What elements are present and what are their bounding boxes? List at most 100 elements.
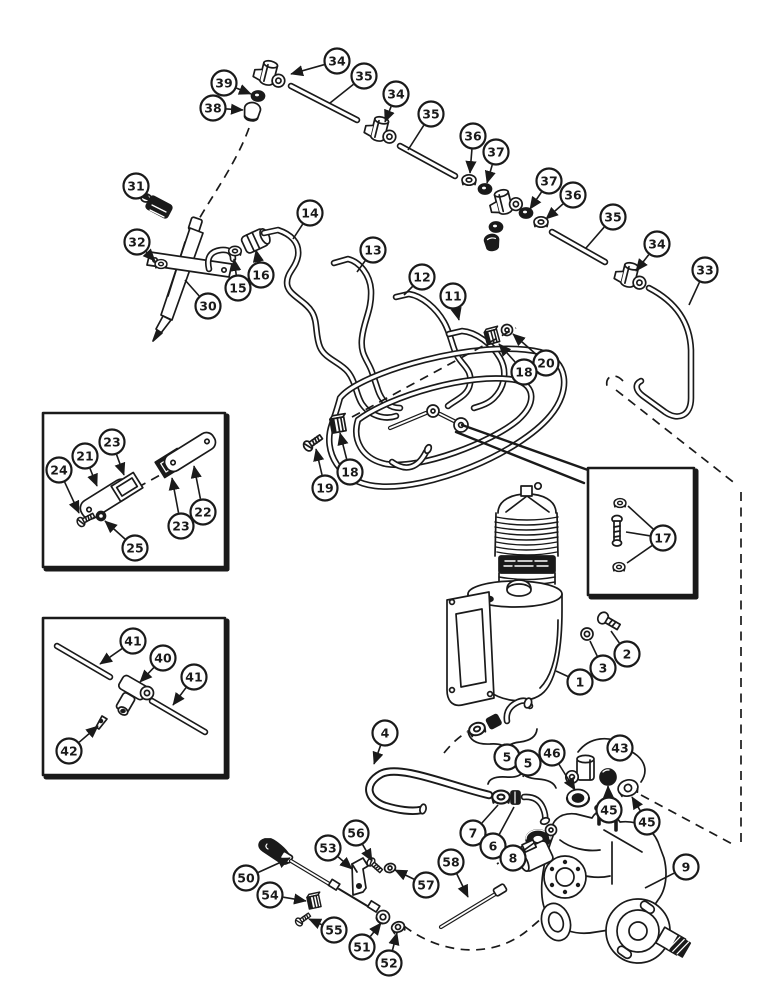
bolt-17 [611,514,623,547]
callout-number-6: 6 [489,838,498,853]
callout-circle-12 [408,263,436,291]
callout-55: 55 [308,916,348,944]
callout-number-3: 3 [599,660,608,675]
callout-circle-52 [375,949,403,977]
leader-line-58 [456,873,469,898]
leader-line-36 [545,203,564,220]
callout-layer: 3435343536373736353433393831323015161413… [45,47,719,977]
callout-number-5: 5 [503,749,512,764]
callout-4: 4 [371,719,399,765]
washer-3 [580,627,594,641]
nut-17a [613,497,627,509]
callout-number-34: 34 [328,53,346,68]
callout-number-4: 4 [381,725,390,740]
callout-circle-36 [559,181,587,209]
callout-circle-30 [194,292,222,320]
leader-line-21 [87,468,98,487]
callout-37: 37 [529,167,563,210]
callout-number-13: 13 [364,242,381,257]
leader-line-54 [283,893,307,905]
callout-circle-55 [320,916,348,944]
callout-number-37: 37 [487,144,504,159]
cap-extra [483,232,501,253]
callout-19: 19 [311,448,339,502]
callout-40: 40 [139,644,177,683]
callout-circle-13 [359,236,387,264]
leader-line-36 [465,149,477,174]
leader-line-16 [252,249,264,263]
leader-line-51 [369,922,382,937]
leader-line-1 [555,670,569,678]
callout-20: 20 [512,333,560,377]
leader-line-19 [313,448,325,475]
callout-number-8: 8 [509,850,518,865]
washer-51 [375,909,391,925]
callout-number-1: 1 [576,674,585,689]
callout-number-2: 2 [623,646,632,661]
leader-line-24 [63,481,80,514]
leader-line-40 [139,667,155,683]
nut-20 [500,323,514,337]
callout-number-37: 37 [540,173,557,188]
nut-15 [227,245,243,257]
callout-circle-7 [459,819,487,847]
callout-number-14: 14 [301,205,319,220]
callout-23: 23 [98,428,126,476]
tee-fitting-34d [612,258,651,292]
callout-circle-40 [149,644,177,672]
leader-line-38 [226,103,244,115]
callout-circle-15 [224,274,252,302]
callout-number-31: 31 [127,178,144,193]
callout-number-45: 45 [600,802,617,817]
leader-line-45 [631,796,644,811]
callout-46: 46 [538,739,576,791]
callout-number-53: 53 [319,840,336,855]
callout-circle-54 [256,881,284,909]
callout-number-58: 58 [442,854,459,869]
callout-41: 41 [172,663,208,706]
callout-56: 56 [342,819,373,862]
nut-36a [461,173,477,187]
leader-line-4 [372,745,384,765]
callout-12: 12 [403,263,436,296]
callout-number-35: 35 [604,209,621,224]
callout-number-15: 15 [229,280,246,295]
callout-number-39: 39 [215,75,232,90]
callout-number-40: 40 [154,650,172,665]
callout-25: 25 [104,520,149,562]
callout-number-23: 23 [103,434,120,449]
leader-line-32 [142,248,156,262]
bolt-2 [596,611,622,631]
callout-8: 8 [499,842,535,872]
callout-circle-51 [348,933,376,961]
callout-circle-57 [412,871,440,899]
callout-number-7: 7 [469,825,478,840]
callout-number-36: 36 [464,128,482,143]
leader-line-18 [337,432,349,460]
leader-line-52 [388,932,400,951]
callout-number-33: 33 [696,262,713,277]
callout-number-22: 22 [194,504,211,519]
callout-number-32: 32 [128,234,145,249]
shutoff-linkage [258,838,508,935]
nut-extra [488,221,504,233]
injection-pump [516,804,692,964]
callout-18: 18 [498,343,538,386]
callout-circle-5 [514,749,542,777]
callout-circle-6 [479,832,507,860]
callout-31: 31 [122,172,151,202]
callout-circle-35 [599,203,627,231]
leader-line-31 [137,188,151,202]
callout-24: 24 [45,456,80,514]
callout-circle-21 [71,442,99,470]
callout-18: 18 [336,432,364,486]
leader-line-34 [635,254,650,272]
tee-fitting-34c [486,185,525,218]
leader-line-22 [190,465,202,499]
leader-line-11 [450,307,462,321]
leader-line-57 [394,869,415,881]
callout-circle-56 [342,819,370,847]
cap-38 [241,100,263,123]
tee-fitting-34a [251,56,290,90]
